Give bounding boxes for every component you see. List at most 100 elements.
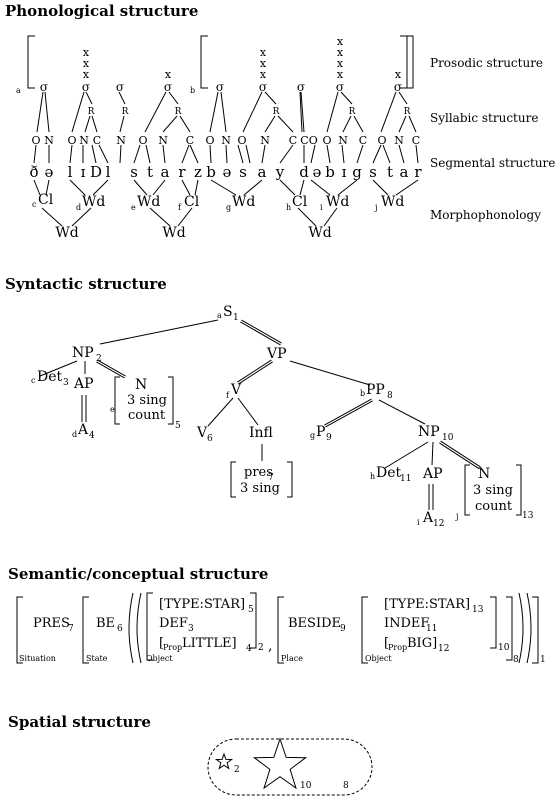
svg-text:A: A bbox=[77, 422, 89, 438]
morpho-units: c Cl d Wd e Wd f Cl g Wd h Cl i Wd j Wd bbox=[32, 192, 404, 212]
metrical-grid: x x x x x x x x x x x x bbox=[83, 35, 402, 81]
svg-text:6: 6 bbox=[207, 434, 213, 444]
svg-text:N: N bbox=[338, 134, 348, 147]
svg-text:R: R bbox=[404, 107, 411, 117]
segment-row: ð ə l ɪ D l s t a r z b ə s a y d ə b ɪ … bbox=[29, 163, 422, 181]
svg-text:d: d bbox=[72, 430, 77, 439]
svg-text:5: 5 bbox=[248, 605, 254, 615]
svg-text:12: 12 bbox=[438, 644, 449, 654]
svg-text:a: a bbox=[217, 311, 222, 320]
svg-text:1: 1 bbox=[233, 313, 239, 323]
svg-text:,: , bbox=[268, 638, 272, 654]
syllable-nodes: σ σ σ σ σ σ σ σ σ bbox=[40, 80, 402, 94]
svg-text:σ: σ bbox=[297, 80, 305, 94]
bracket-sub-b: b bbox=[190, 86, 195, 95]
svg-text:a: a bbox=[258, 163, 267, 181]
svg-text:C: C bbox=[289, 134, 297, 147]
svg-text:Wd: Wd bbox=[232, 194, 255, 210]
svg-text:x: x bbox=[260, 68, 267, 81]
syntax-tree: a S 1 NP 2 VP c Det 3 AP d A 4 e N 3 sin… bbox=[31, 304, 534, 529]
svg-text:a: a bbox=[161, 163, 170, 181]
svg-text:2: 2 bbox=[96, 354, 102, 364]
svg-text:N: N bbox=[260, 134, 270, 147]
svg-text:Wd: Wd bbox=[326, 194, 349, 210]
svg-text:N: N bbox=[158, 134, 168, 147]
svg-text:i: i bbox=[417, 518, 420, 527]
svg-text:x: x bbox=[337, 68, 344, 81]
svg-text:e: e bbox=[131, 203, 136, 212]
svg-text:2: 2 bbox=[258, 643, 264, 653]
svg-text:z: z bbox=[194, 163, 202, 181]
svg-text:b: b bbox=[360, 389, 365, 398]
section-title-semantic: Semantic/conceptual structure bbox=[8, 565, 268, 583]
svg-text:Wd: Wd bbox=[381, 194, 404, 210]
svg-text:f: f bbox=[178, 203, 182, 212]
svg-text:8: 8 bbox=[513, 655, 519, 665]
svg-text:count: count bbox=[475, 499, 513, 514]
svg-text:g: g bbox=[226, 203, 231, 212]
tier-label-morphophonology: Morphophonology bbox=[430, 208, 541, 222]
svg-text:NP: NP bbox=[418, 424, 440, 440]
svg-text:Prop: Prop bbox=[163, 643, 182, 652]
svg-text:x: x bbox=[83, 68, 90, 81]
svg-text:Infl: Infl bbox=[249, 425, 273, 441]
svg-text:a: a bbox=[400, 163, 409, 181]
svg-text:VP: VP bbox=[266, 346, 287, 362]
svg-text:5: 5 bbox=[175, 421, 181, 431]
prosodic-brackets bbox=[27, 35, 414, 89]
syntax-feature-brackets bbox=[114, 376, 522, 516]
svg-text:r: r bbox=[178, 163, 186, 181]
svg-text:11: 11 bbox=[400, 474, 411, 484]
svg-text:13: 13 bbox=[522, 511, 534, 521]
svg-text:8: 8 bbox=[343, 781, 349, 791]
svg-text:Wd: Wd bbox=[308, 225, 331, 241]
svg-text:σ: σ bbox=[336, 80, 344, 94]
tier-label-prosodic: Prosodic structure bbox=[430, 56, 543, 70]
svg-text:BE: BE bbox=[96, 616, 115, 631]
svg-text:j: j bbox=[374, 203, 377, 212]
svg-text:NP: NP bbox=[72, 345, 94, 361]
svg-text:DEF: DEF bbox=[159, 616, 188, 631]
svg-text:ɪ: ɪ bbox=[81, 163, 86, 181]
section-title-syntactic: Syntactic structure bbox=[5, 275, 167, 293]
tier-label-syllabic: Syllabic structure bbox=[430, 111, 538, 125]
svg-text:x: x bbox=[337, 35, 344, 48]
svg-text:O: O bbox=[322, 134, 331, 147]
svg-text:3 sing: 3 sing bbox=[127, 393, 167, 408]
conceptual-structure: PRES 7 BE 6 [TYPE:STAR] 5 DEF 3 [ Prop L… bbox=[19, 597, 546, 665]
svg-text:1: 1 bbox=[540, 655, 546, 665]
svg-text:INDEF: INDEF bbox=[384, 616, 429, 631]
svg-text:i: i bbox=[320, 203, 323, 212]
svg-text:[: [ bbox=[159, 636, 164, 651]
svg-text:[: [ bbox=[384, 636, 389, 651]
svg-text:d: d bbox=[299, 163, 309, 181]
svg-text:b: b bbox=[325, 163, 335, 181]
svg-text:O: O bbox=[237, 134, 246, 147]
svg-text:3: 3 bbox=[188, 624, 194, 634]
svg-text:σ: σ bbox=[40, 80, 48, 94]
svg-text:13: 13 bbox=[472, 605, 484, 615]
big-star-icon bbox=[252, 737, 308, 790]
section-title-phonological: Phonological structure bbox=[5, 2, 198, 20]
svg-text:s: s bbox=[369, 163, 377, 181]
svg-text:x: x bbox=[165, 68, 172, 81]
svg-text:x: x bbox=[83, 57, 90, 70]
tier-label-segmental: Segmental structure bbox=[430, 156, 555, 170]
svg-text:b: b bbox=[206, 163, 216, 181]
svg-text:x: x bbox=[337, 46, 344, 59]
svg-text:Cl: Cl bbox=[292, 194, 308, 210]
svg-text:3 sing: 3 sing bbox=[240, 481, 280, 496]
svg-text:g: g bbox=[310, 431, 315, 440]
svg-text:h: h bbox=[370, 472, 375, 481]
svg-text:y: y bbox=[275, 163, 285, 181]
svg-text:A: A bbox=[422, 510, 434, 526]
svg-text:N: N bbox=[79, 134, 89, 147]
svg-text:x: x bbox=[337, 57, 344, 70]
svg-text:O: O bbox=[31, 134, 40, 147]
svg-text:C: C bbox=[186, 134, 194, 147]
svg-text:N: N bbox=[135, 377, 147, 393]
svg-text:O: O bbox=[205, 134, 214, 147]
svg-text:O: O bbox=[377, 134, 386, 147]
svg-text:10: 10 bbox=[442, 433, 454, 443]
